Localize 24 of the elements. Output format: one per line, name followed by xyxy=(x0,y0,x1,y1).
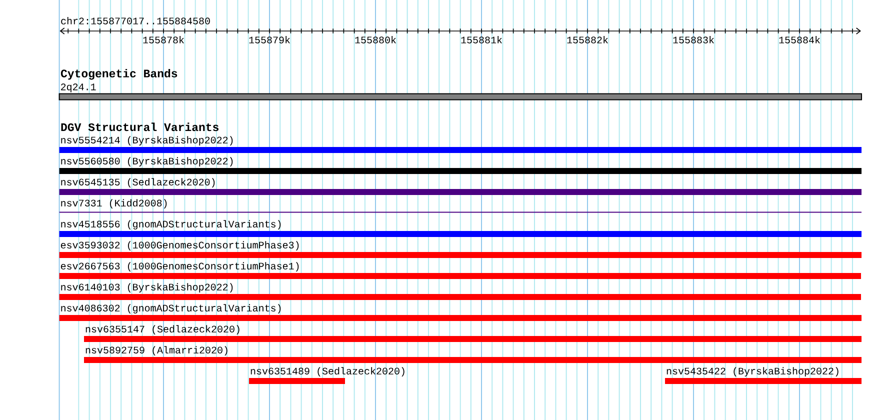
tick-label: 155880k xyxy=(355,36,396,44)
variant-label: esv3593032 (1000GenomesConsortiumPhase3) xyxy=(60,241,299,250)
variant-label: nsv5554214 (ByrskaBishop2022) xyxy=(61,136,233,146)
variant-label: nsv5560580 (ByrskaBishop2022) xyxy=(61,157,233,166)
track-heading: DGV Structural Variants xyxy=(61,122,218,132)
variant-label: nsv7331 (Kidd2008) xyxy=(61,199,167,208)
track-heading: Cytogenetic Bands xyxy=(60,68,178,80)
tick-label: 155881k xyxy=(461,36,502,44)
variant-label: nsv5892759 (Almarri2020) xyxy=(86,346,228,356)
band-label: 2q24.1 xyxy=(61,84,96,92)
tick-label: 155879k xyxy=(249,36,290,44)
variant-label: nsv5435422 (ByrskaBishop2022) xyxy=(666,367,838,376)
variant-label: nsv6355147 (Sedlazeck2020) xyxy=(86,325,240,334)
tick-label: 155883k xyxy=(673,36,714,44)
tick-label: 155882k xyxy=(567,36,608,44)
variant-label: nsv6140103 (ByrskaBishop2022) xyxy=(61,283,233,292)
variant-label: nsv6351489 (Sedlazeck2020) xyxy=(250,367,404,376)
location-label: chr2:155877017..155884580 xyxy=(61,17,210,24)
tick-label: 155878k xyxy=(143,36,184,44)
variant-label: nsv4086302 (gnomADStructuralVariants) xyxy=(61,304,281,314)
variant-label: nsv6545135 (Sedlazeck2020) xyxy=(61,178,215,188)
variant-label: esv2667563 (1000GenomesConsortiumPhase1) xyxy=(60,262,299,272)
variant-label: nsv4518556 (gnomADStructuralVariants) xyxy=(61,220,281,230)
tick-label: 155884k xyxy=(779,36,820,44)
